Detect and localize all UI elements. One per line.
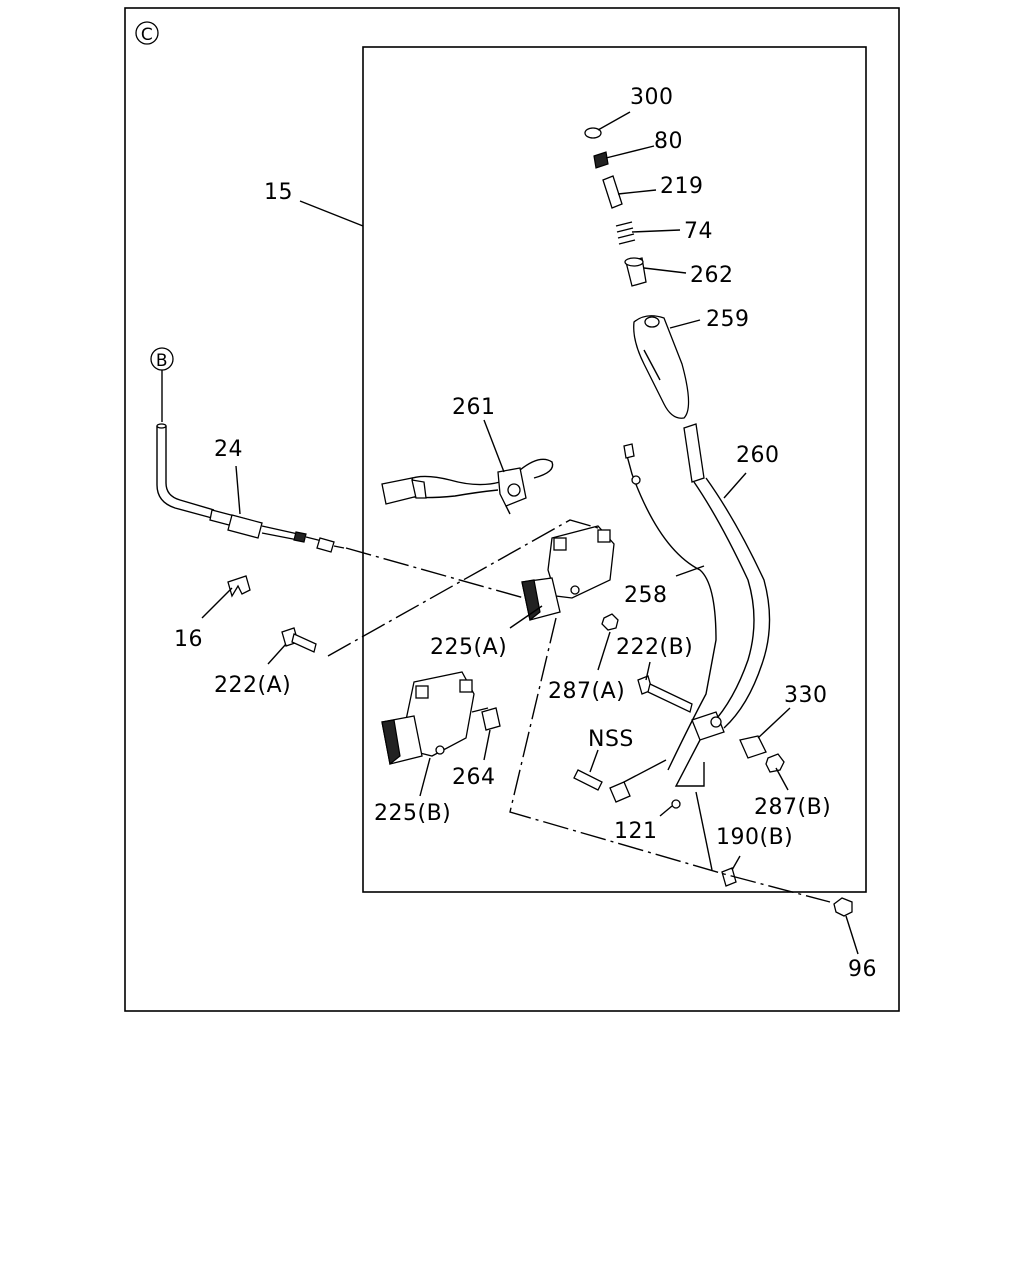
bolt-190b bbox=[721, 867, 737, 887]
callout-225b: 225(B) bbox=[374, 801, 451, 826]
svg-text:C: C bbox=[141, 25, 153, 45]
washer-121 bbox=[671, 799, 681, 809]
bracket-225b bbox=[381, 671, 475, 766]
callout-287a: 287(A) bbox=[548, 679, 625, 704]
callout-219: 219 bbox=[660, 174, 704, 199]
bolt-222b bbox=[637, 675, 693, 713]
callout-330: 330 bbox=[784, 683, 828, 708]
callout-labels: 300 80 219 74 262 259 15 261 260 24 258 … bbox=[174, 85, 877, 982]
callout-258: 258 bbox=[624, 583, 668, 608]
assembly-frame bbox=[362, 46, 867, 893]
callout-24: 24 bbox=[214, 437, 243, 462]
shift-lever-260 bbox=[674, 423, 771, 787]
knob-stack bbox=[584, 127, 647, 287]
svg-text:B: B bbox=[156, 351, 168, 371]
cable-end-marker: B bbox=[150, 347, 174, 422]
callout-96: 96 bbox=[848, 957, 877, 982]
nut-96 bbox=[833, 897, 853, 917]
callout-260: 260 bbox=[736, 443, 780, 468]
nut-287a bbox=[601, 613, 619, 631]
frame-marker: C bbox=[135, 21, 159, 45]
nut-287b bbox=[765, 753, 785, 773]
callout-222b: 222(B) bbox=[616, 635, 693, 660]
callout-74: 74 bbox=[684, 219, 713, 244]
callout-16: 16 bbox=[174, 627, 203, 652]
callout-80: 80 bbox=[654, 129, 683, 154]
callout-222a: 222(A) bbox=[214, 673, 291, 698]
cable-clip bbox=[227, 575, 251, 598]
callout-15: 15 bbox=[264, 180, 293, 205]
callout-121: 121 bbox=[614, 819, 658, 844]
callout-259: 259 bbox=[706, 307, 750, 332]
bolt-222a bbox=[281, 627, 317, 653]
bushing-264 bbox=[481, 707, 501, 731]
callout-300: 300 bbox=[630, 85, 674, 110]
callout-262: 262 bbox=[690, 263, 734, 288]
callout-261: 261 bbox=[452, 395, 496, 420]
switch-harness bbox=[381, 458, 554, 515]
callout-225a: 225(A) bbox=[430, 635, 507, 660]
bracket-225a bbox=[521, 525, 615, 622]
shift-cable bbox=[156, 423, 345, 553]
callout-nss: NSS bbox=[588, 727, 634, 752]
rod-258 bbox=[609, 443, 717, 803]
callout-287b: 287(B) bbox=[754, 795, 831, 820]
collar-330 bbox=[739, 735, 767, 759]
leader-lines bbox=[201, 111, 859, 955]
assembly-lines bbox=[327, 519, 831, 903]
callout-190b: 190(B) bbox=[716, 825, 793, 850]
pin-nss bbox=[573, 769, 603, 791]
outer-frame bbox=[124, 7, 900, 1012]
callout-264: 264 bbox=[452, 765, 496, 790]
knob-259 bbox=[633, 315, 690, 419]
